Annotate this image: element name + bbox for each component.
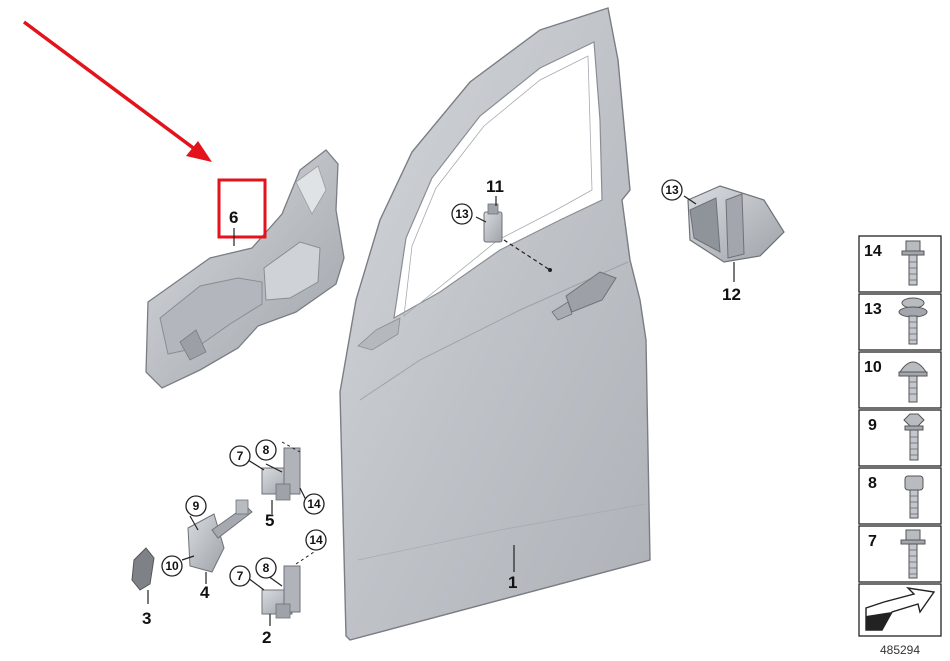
callout-hinge-upper: 5 xyxy=(265,511,274,530)
svg-text:7: 7 xyxy=(237,569,244,583)
legend-label-9: 9 xyxy=(868,417,877,434)
legend-label-14: 14 xyxy=(864,243,882,260)
svg-text:7: 7 xyxy=(237,449,244,463)
lower-hinge-part xyxy=(247,551,315,626)
callout-clip-11: 11 xyxy=(486,177,504,196)
callout-bracket: 3 xyxy=(142,609,151,628)
image-number: 485294 xyxy=(880,643,920,657)
callout-moisture-barrier: 6 xyxy=(229,208,238,227)
svg-text:14: 14 xyxy=(307,497,321,511)
flange-bolt-long-icon xyxy=(900,529,926,579)
svg-text:14: 14 xyxy=(309,533,323,547)
moisture-barrier-part xyxy=(145,149,345,389)
circled-ref-10-check: 10 xyxy=(161,555,183,577)
svg-text:9: 9 xyxy=(193,499,200,513)
legend-label-10: 10 xyxy=(864,359,882,376)
stop-buffer-part xyxy=(683,185,785,282)
svg-text:8: 8 xyxy=(263,561,270,575)
circled-ref-14-lower: 14 xyxy=(305,529,327,551)
circled-ref-14-upper: 14 xyxy=(303,493,325,515)
callout-door-check: 4 xyxy=(200,583,210,602)
circled-ref-13-buffer: 13 xyxy=(661,179,683,201)
svg-text:13: 13 xyxy=(455,207,469,221)
legend-label-7: 7 xyxy=(868,533,877,550)
svg-text:10: 10 xyxy=(165,559,179,573)
bracket-part xyxy=(131,547,155,604)
door-check-part xyxy=(181,499,253,584)
hex-bolt-icon xyxy=(903,413,925,461)
flange-bolt-icon xyxy=(901,240,925,286)
torx-dome-bolt-icon xyxy=(898,361,928,403)
circled-ref-13-clip: 13 xyxy=(451,203,473,225)
upper-hinge-part xyxy=(247,441,307,514)
highlight-box xyxy=(217,178,267,239)
callout-hinge-lower: 2 xyxy=(262,628,271,647)
circled-ref-8-upper: 8 xyxy=(255,439,277,461)
circled-ref-7-lower: 7 xyxy=(229,565,251,587)
washer-screw-icon xyxy=(898,297,928,345)
fastener-legend: 14 13 10 9 8 7 xyxy=(858,235,942,637)
torx-bolt-icon xyxy=(904,475,924,519)
svg-text:8: 8 xyxy=(263,443,270,457)
callout-door: 1 xyxy=(508,573,517,592)
legend-label-8: 8 xyxy=(868,475,877,492)
circled-ref-9-check: 9 xyxy=(185,495,207,517)
callout-stop-buffer: 12 xyxy=(722,285,741,304)
circled-ref-8-lower: 8 xyxy=(255,557,277,579)
clip-part xyxy=(475,196,552,272)
red-arrow-icon xyxy=(22,20,212,162)
direction-arrow-icon xyxy=(865,586,936,631)
svg-text:13: 13 xyxy=(665,183,679,197)
legend-label-13: 13 xyxy=(864,301,882,318)
circled-ref-7-upper: 7 xyxy=(229,445,251,467)
door-part xyxy=(339,7,651,641)
